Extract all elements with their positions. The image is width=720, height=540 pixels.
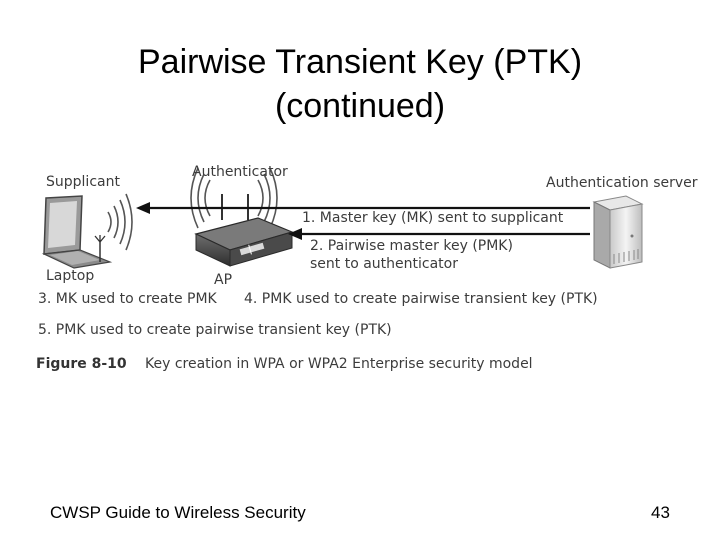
ap-signal-waves: [190, 167, 278, 229]
access-point-icon: [194, 194, 294, 267]
arrow-pmk-to-authenticator: [288, 228, 590, 240]
step-4-label: 4. PMK used to create pairwise transient…: [244, 291, 598, 307]
arrow-master-key-to-supplicant: [136, 202, 590, 214]
step-2-label-line-1: 2. Pairwise master key (PMK): [310, 238, 513, 254]
figure-caption: Key creation in WPA or WPA2 Enterprise s…: [145, 356, 533, 372]
slide-title: Pairwise Transient Key (PTK) (continued): [0, 40, 720, 128]
figure-number: Figure 8-10: [36, 356, 127, 372]
laptop-icon: [41, 195, 113, 269]
step-5-label: 5. PMK used to create pairwise transient…: [38, 322, 392, 338]
step-3-label: 3. MK used to create PMK: [38, 291, 217, 307]
step-2-label-line-2: sent to authenticator: [310, 256, 458, 272]
step-1-label: 1. Master key (MK) sent to supplicant: [302, 210, 564, 226]
footer-course-title: CWSP Guide to Wireless Security: [50, 503, 306, 522]
diagram-artwork: [41, 167, 644, 269]
laptop-label: Laptop: [46, 268, 95, 284]
ptk-diagram: Supplicant Authenticator Authentication …: [0, 150, 720, 390]
ap-label: AP: [214, 272, 233, 288]
authenticator-label: Authenticator: [192, 164, 288, 180]
page-number: 43: [651, 503, 670, 522]
title-line-2: (continued): [274, 87, 446, 125]
supplicant-label: Supplicant: [46, 174, 120, 190]
authentication-server-icon: [592, 195, 644, 269]
title-line-1: Pairwise Transient Key (PTK): [137, 43, 583, 81]
authentication-server-label: Authentication server: [546, 175, 698, 191]
laptop-signal-waves: [107, 193, 133, 251]
